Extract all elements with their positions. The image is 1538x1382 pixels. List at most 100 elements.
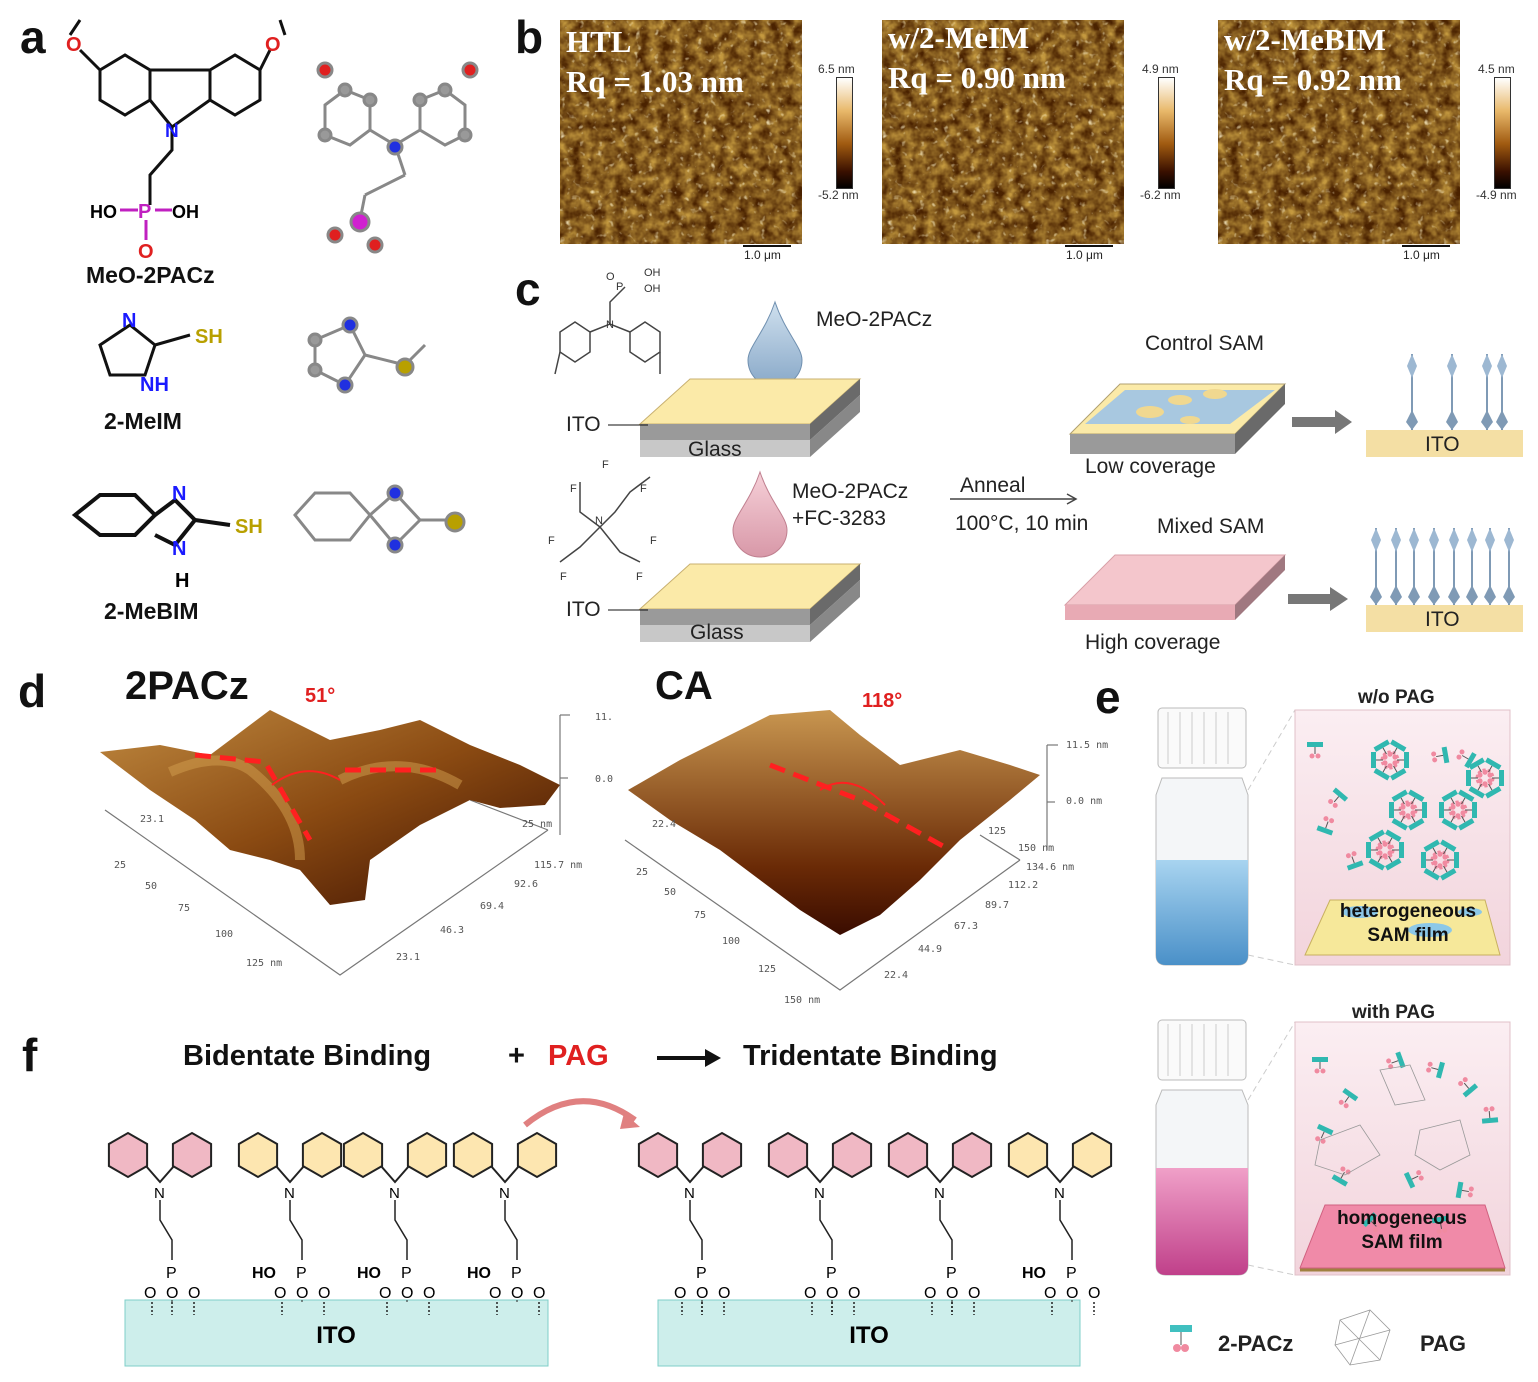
x-tick: 46.3 bbox=[440, 925, 465, 936]
ito-substrate-left bbox=[124, 1299, 549, 1367]
atom-sh: SH bbox=[195, 326, 223, 348]
2-pacz-molecule-icon bbox=[1437, 839, 1457, 860]
2-pacz-molecule-icon bbox=[1331, 1166, 1351, 1187]
solution2-label-line1: MeO-2PACz bbox=[792, 480, 909, 503]
ito-bar bbox=[1366, 430, 1523, 457]
curved-arrow-icon bbox=[523, 1098, 637, 1128]
atom-n: N bbox=[165, 121, 179, 142]
ito-label: ITO bbox=[566, 598, 601, 621]
z-tick: 0.0 bbox=[595, 774, 614, 785]
glass-label: Glass bbox=[690, 621, 744, 644]
2-mebim-skeletal bbox=[71, 493, 231, 548]
atom-o: O bbox=[489, 1285, 501, 1302]
y-tick: 125 bbox=[758, 964, 777, 975]
atom-o: O bbox=[511, 1285, 523, 1302]
colorbar-min: -6.2 nm bbox=[1140, 188, 1181, 202]
afm-image-htl: HTL Rq = 1.03 nm bbox=[560, 20, 802, 244]
afm-title: w/2-MeIM bbox=[888, 20, 1030, 55]
atom-n: N bbox=[499, 1185, 510, 1202]
atom-f: F bbox=[602, 459, 609, 471]
colorbar bbox=[1158, 77, 1175, 189]
y-tick: 25 bbox=[636, 867, 649, 878]
meo-2pacz-ball-model bbox=[316, 61, 479, 254]
atom-n: N bbox=[389, 1185, 400, 1202]
colorbar-max: 4.5 nm bbox=[1478, 62, 1515, 76]
anneal-conditions: 100°C, 10 min bbox=[955, 512, 1089, 535]
sam-molecule-icon bbox=[1448, 528, 1460, 605]
ito-label: ITO bbox=[849, 1322, 889, 1349]
homogeneous-film bbox=[1299, 1204, 1506, 1269]
atom-f: F bbox=[640, 483, 647, 495]
atom-p: P bbox=[511, 1265, 522, 1282]
2-pacz-molecule-icon bbox=[1455, 1181, 1474, 1199]
back-tick: 23.1 bbox=[140, 814, 165, 825]
legend-2pacz-icon bbox=[1170, 1325, 1192, 1352]
meo-2pacz-small-structure bbox=[554, 286, 661, 375]
solution2-label-line2: +FC-3283 bbox=[792, 507, 886, 530]
atom-n: N bbox=[172, 538, 186, 560]
atom-ho: HO bbox=[252, 1265, 276, 1282]
2-pacz-molecule-icon bbox=[1345, 851, 1364, 871]
contact-angle-guide bbox=[769, 762, 952, 853]
substrate-ito-glass-2 bbox=[608, 563, 862, 642]
panel-a-structures: O O N HO P OH O N SH NH N SH N H bbox=[66, 19, 479, 592]
scale-bar bbox=[1402, 245, 1450, 247]
2-pacz-molecule-icon bbox=[1315, 1123, 1334, 1144]
colorbar-max: 6.5 nm bbox=[818, 62, 855, 76]
x-tick: 67.3 bbox=[954, 921, 979, 932]
2-pacz-molecule-icon bbox=[1456, 749, 1477, 769]
control-sam-label: Control SAM bbox=[1145, 332, 1265, 355]
scale-bar bbox=[1065, 245, 1113, 247]
sam-molecule-icon bbox=[1466, 528, 1478, 605]
2-pacz-molecule-icon bbox=[1312, 1057, 1328, 1074]
atom-o: O bbox=[401, 1285, 413, 1302]
y-tick: 100 bbox=[215, 929, 234, 940]
colorbar bbox=[1494, 77, 1511, 189]
arrow-right-icon bbox=[657, 1049, 721, 1067]
atom-p: P bbox=[1066, 1265, 1077, 1282]
atom-f: F bbox=[548, 535, 555, 547]
2-meim-ball-model bbox=[307, 316, 427, 394]
colorbar-min: -4.9 nm bbox=[1476, 188, 1517, 202]
panel-c-schematic: O P OH OH N F F F N F F F F bbox=[548, 267, 1523, 642]
colorbar bbox=[836, 77, 853, 189]
legend-pag-icon bbox=[1334, 1309, 1391, 1366]
sam-molecule-icon bbox=[1496, 354, 1508, 430]
2-pacz-molecule-icon bbox=[1389, 802, 1406, 818]
atom-o: O bbox=[1066, 1285, 1078, 1302]
x-tick: 22.4 bbox=[884, 970, 909, 981]
droplet-blue-icon bbox=[747, 300, 803, 388]
y-tick: 125 nm bbox=[246, 958, 283, 969]
atom-p: P bbox=[946, 1265, 957, 1282]
atom-o: O bbox=[138, 241, 154, 263]
sam-molecules bbox=[1370, 354, 1515, 605]
atom-o: O bbox=[804, 1285, 816, 1302]
atom-ho: HO bbox=[467, 1265, 491, 1282]
2-pacz-molecule-icon bbox=[1455, 789, 1475, 810]
x-tick: 23.1 bbox=[396, 952, 421, 963]
atom-p: P bbox=[296, 1265, 307, 1282]
contact-angle-2pacz: 51° bbox=[305, 685, 336, 707]
sam-molecule-icon bbox=[1408, 528, 1420, 605]
atom-o: O bbox=[188, 1285, 200, 1302]
atom-o: O bbox=[674, 1285, 686, 1302]
atom-f: F bbox=[560, 571, 567, 583]
z-tick: 0.0 nm bbox=[1066, 796, 1103, 807]
mixed-sam-label: Mixed SAM bbox=[1157, 515, 1265, 538]
atom-oh: OH bbox=[172, 202, 199, 222]
atom-o: O bbox=[423, 1285, 435, 1302]
contact-angle-arc bbox=[271, 770, 341, 786]
molecule-name-meo-2pacz: MeO-2PACz bbox=[86, 262, 215, 288]
atom-oh: OH bbox=[644, 283, 661, 295]
ito-bar-label: ITO bbox=[1425, 433, 1460, 456]
plus-sign: + bbox=[508, 1040, 525, 1072]
afm-3d-surface-ca bbox=[628, 710, 1040, 935]
sam-molecule-icon bbox=[1390, 528, 1402, 605]
y-tick: 50 bbox=[145, 881, 158, 892]
back-tick: 125 bbox=[988, 826, 1007, 837]
2-pacz-molecule-icon bbox=[1431, 1215, 1449, 1234]
